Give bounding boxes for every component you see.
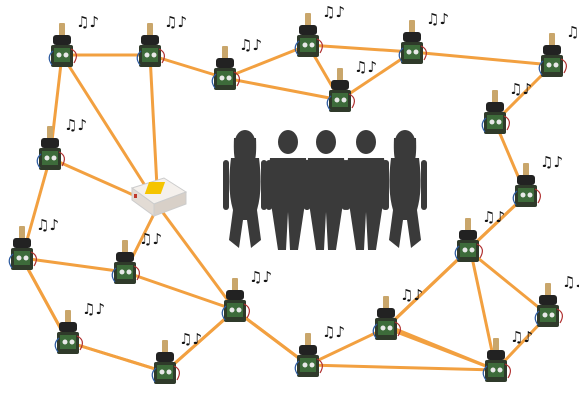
person-silhouette-icon (266, 130, 310, 250)
music-notes-icon: ♫♪ (139, 230, 162, 248)
audience-silhouettes (223, 130, 427, 250)
robot-node-icon: ♫♪ (36, 116, 87, 170)
robot-node-icon: ♫♪ (8, 216, 59, 270)
music-notes-icon: ♫♪ (510, 328, 533, 346)
network-link (306, 43, 414, 54)
music-notes-icon: ♫♪ (82, 300, 105, 318)
music-notes-icon: ♫♪ (322, 3, 345, 21)
music-notes-icon: ♫♪ (76, 13, 99, 31)
robot-node-icon: ♫♪ (326, 58, 377, 112)
music-notes-icon: ♫♪ (64, 116, 87, 134)
robot-node-icon: ♫♪ (54, 300, 105, 354)
robot-node-icon: ♫♪ (211, 36, 262, 90)
robot-node-icon: ♫♪ (454, 208, 505, 262)
network-link (123, 270, 237, 312)
music-notes-icon: ♫♪ (482, 208, 505, 226)
network-link (466, 248, 550, 317)
person-silhouette-icon (223, 130, 267, 248)
music-notes-icon: ♫♪ (239, 36, 262, 54)
robot-node-icon: ♫♪ (294, 323, 345, 377)
robot-node-icon: ♫♪ (372, 286, 423, 340)
network-link (410, 50, 554, 67)
robot-node-icon: ♫♪ (111, 230, 162, 284)
robot-node-icon: ♫♪ (221, 268, 272, 322)
music-notes-icon: ♫♪ (249, 268, 272, 286)
person-silhouette-icon (383, 130, 427, 248)
network-link (223, 76, 342, 102)
network-link (148, 53, 227, 80)
robot-node-icon: ♫♪ (482, 328, 533, 382)
music-notes-icon: ♫♪ (322, 323, 345, 341)
robot-node-icon: ♫♪ (151, 330, 202, 384)
music-notes-icon: ♫♪ (36, 216, 59, 234)
person-silhouette-icon (304, 130, 348, 250)
robot-node-icon: ♫♪ (534, 273, 579, 327)
network-link (306, 363, 498, 372)
central-hub-icon (130, 177, 188, 217)
network-link (156, 204, 237, 312)
robot-node-icon: ♫♪ (481, 80, 532, 134)
robot-node-icon: ♫♪ (512, 153, 563, 207)
music-notes-icon: ♫♪ (400, 286, 423, 304)
robot-nodes-layer: ♫♪ ♫♪ ♫♪ ♫♪ ♫♪ ♫♪ ♫♪ ♫♪ ♫♪ ♫♪ ♫♪ ♫♪ ♫♪ ♫♪ ♫♪ ♫♪ ♫♪ ♫♪ ♫♪ ♫♪ (8, 3, 579, 384)
robot-node-icon: ♫♪ (538, 23, 579, 77)
music-notes-icon: ♫♪ (164, 13, 187, 31)
network-link (66, 340, 167, 374)
network-link (233, 308, 310, 367)
network-link (386, 248, 470, 328)
music-notes-icon: ♫♪ (566, 23, 579, 41)
robot-node-icon: ♫♪ (48, 13, 99, 67)
robot-node-icon: ♫♪ (294, 3, 345, 57)
network-link (468, 246, 498, 372)
network-link (223, 43, 310, 80)
robot-node-icon: ♫♪ (136, 13, 187, 67)
network-link (60, 53, 160, 208)
music-notes-icon: ♫♪ (540, 153, 563, 171)
music-notes-icon: ♫♪ (562, 273, 579, 291)
music-notes-icon: ♫♪ (509, 80, 532, 98)
central-hub (130, 177, 188, 217)
robot-node-icon: ♫♪ (398, 10, 449, 64)
network-link (386, 324, 498, 372)
music-notes-icon: ♫♪ (354, 58, 377, 76)
network-link (20, 256, 127, 274)
music-notes-icon: ♫♪ (426, 10, 449, 28)
music-notes-icon: ♫♪ (179, 330, 202, 348)
person-silhouette-icon (344, 130, 388, 250)
network-link (306, 326, 388, 367)
network-link (163, 308, 237, 374)
